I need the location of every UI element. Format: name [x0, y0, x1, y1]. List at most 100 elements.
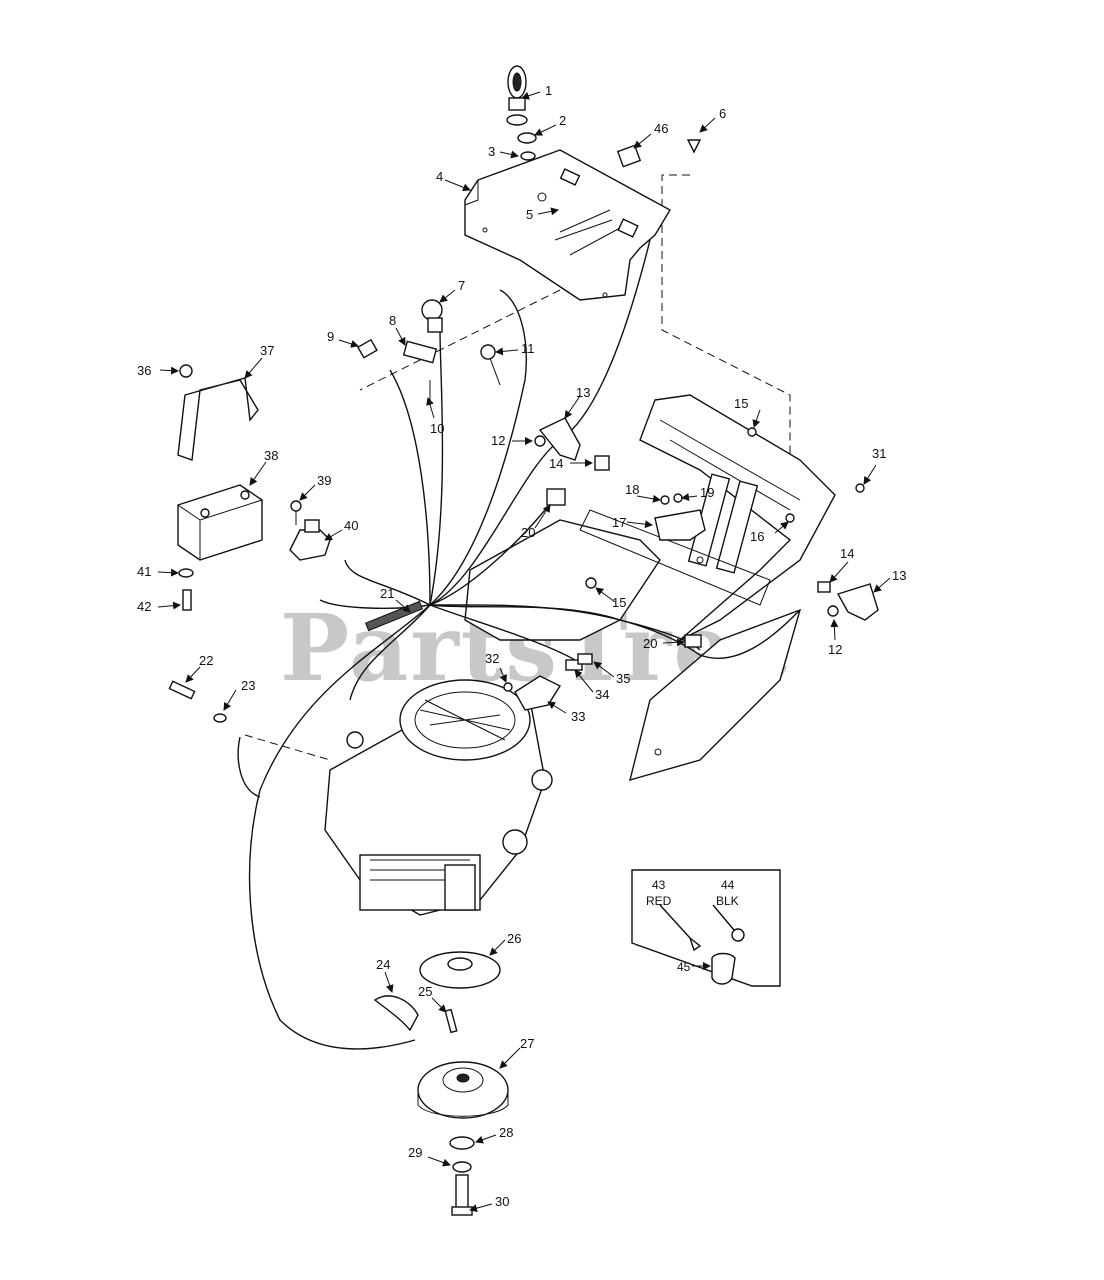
bracket-13-right [836, 583, 879, 621]
inset-callout-43: 43 [652, 878, 666, 892]
callout-8: 8 [389, 313, 396, 328]
switch-8 [402, 340, 438, 364]
callout-35: 35 [616, 671, 630, 686]
key-25 [444, 1008, 458, 1034]
callout-3: 3 [488, 144, 495, 159]
callout-34: 34 [595, 687, 609, 702]
callout-46: 46 [654, 121, 668, 136]
callouts: 1 2 3 4 5 6 7 8 9 10 11 12 13 14 15 16 1… [137, 83, 906, 1213]
callout-30: 30 [495, 1194, 509, 1209]
callout-33: 33 [571, 709, 585, 724]
switch-20-upper [546, 488, 566, 506]
bracket-37 [177, 377, 259, 461]
lock-washer [520, 151, 536, 161]
nut-41 [178, 568, 194, 578]
inset-callout-44: 44 [721, 878, 735, 892]
nuts-18-19 [660, 493, 683, 505]
callout-23: 23 [241, 678, 255, 693]
callout-20b: 20 [643, 636, 657, 651]
callout-7: 7 [458, 278, 465, 293]
callout-12a: 12 [491, 433, 505, 448]
washer-23 [213, 713, 227, 723]
bolt-30 [451, 1174, 473, 1216]
callout-10: 10 [430, 421, 444, 436]
callout-21: 21 [380, 586, 394, 601]
dash-panel [464, 149, 671, 301]
assembly-guide-lines [244, 174, 791, 761]
switch-46 [616, 144, 642, 168]
bracket-14-upper [594, 455, 610, 471]
bracket-14-right [817, 581, 831, 593]
screw-15-upper [747, 427, 757, 437]
callout-4: 4 [436, 169, 443, 184]
callout-40: 40 [344, 518, 358, 533]
switch-20-lower [684, 634, 702, 648]
inset-callout-45: 45 [677, 960, 691, 974]
callout-38: 38 [264, 448, 278, 463]
callout-15b: 15 [612, 595, 626, 610]
connector-24 [373, 995, 419, 1032]
callout-39: 39 [317, 473, 331, 488]
callout-6: 6 [719, 106, 726, 121]
callout-1: 1 [545, 83, 552, 98]
callout-25: 25 [418, 984, 432, 999]
callout-42: 42 [137, 599, 151, 614]
callout-14b: 14 [840, 546, 854, 561]
knob-11 [480, 344, 501, 386]
callout-2: 2 [559, 113, 566, 128]
light-7 [421, 299, 443, 333]
nut-36 [179, 364, 193, 378]
washer-28 [449, 1136, 475, 1150]
callout-18: 18 [625, 482, 639, 497]
nut-12-right [827, 605, 839, 617]
ground-cable [237, 736, 261, 798]
callout-14a: 14 [549, 456, 563, 471]
callout-13a: 13 [576, 385, 590, 400]
inset-color-red: RED [646, 894, 672, 908]
inset-color-blk: BLK [716, 894, 739, 908]
callout-20a: 20 [521, 525, 535, 540]
nut-12-upper [534, 435, 546, 447]
callout-12b: 12 [828, 642, 842, 657]
engine [324, 679, 553, 916]
battery [177, 484, 263, 561]
callout-9: 9 [327, 329, 334, 344]
connector-34-35 [565, 653, 593, 671]
cable-inset: 43 RED 44 BLK 45 [631, 869, 781, 987]
callout-22: 22 [199, 653, 213, 668]
callout-28: 28 [499, 1125, 513, 1140]
callout-5: 5 [526, 207, 533, 222]
ignition-switch [506, 114, 528, 126]
screw-15-lower [585, 577, 597, 589]
nut [517, 132, 537, 144]
callout-15a: 15 [734, 396, 748, 411]
pulley-26 [419, 951, 501, 989]
callout-19: 19 [700, 485, 714, 500]
callout-17: 17 [612, 515, 626, 530]
callout-31: 31 [872, 446, 886, 461]
callout-27: 27 [520, 1036, 534, 1051]
callout-32: 32 [485, 651, 499, 666]
callout-16: 16 [750, 529, 764, 544]
switch-17 [654, 509, 706, 541]
bolt-42 [182, 589, 192, 611]
callout-29: 29 [408, 1145, 422, 1160]
screw-6 [686, 139, 702, 154]
screw-31 [855, 483, 865, 493]
screw-32 [503, 682, 513, 692]
bolt-39 [290, 500, 302, 525]
callout-11: 11 [521, 341, 535, 356]
connector-9 [356, 338, 378, 359]
washer-29 [452, 1161, 472, 1173]
bolt-22 [168, 680, 196, 700]
solenoid-40 [289, 519, 331, 561]
callout-37: 37 [260, 343, 274, 358]
callout-26: 26 [507, 931, 521, 946]
callout-13b: 13 [892, 568, 906, 583]
key [507, 65, 527, 111]
callout-36: 36 [137, 363, 151, 378]
callout-24: 24 [376, 957, 390, 972]
callout-41: 41 [137, 564, 151, 579]
bolt-16 [785, 513, 795, 523]
